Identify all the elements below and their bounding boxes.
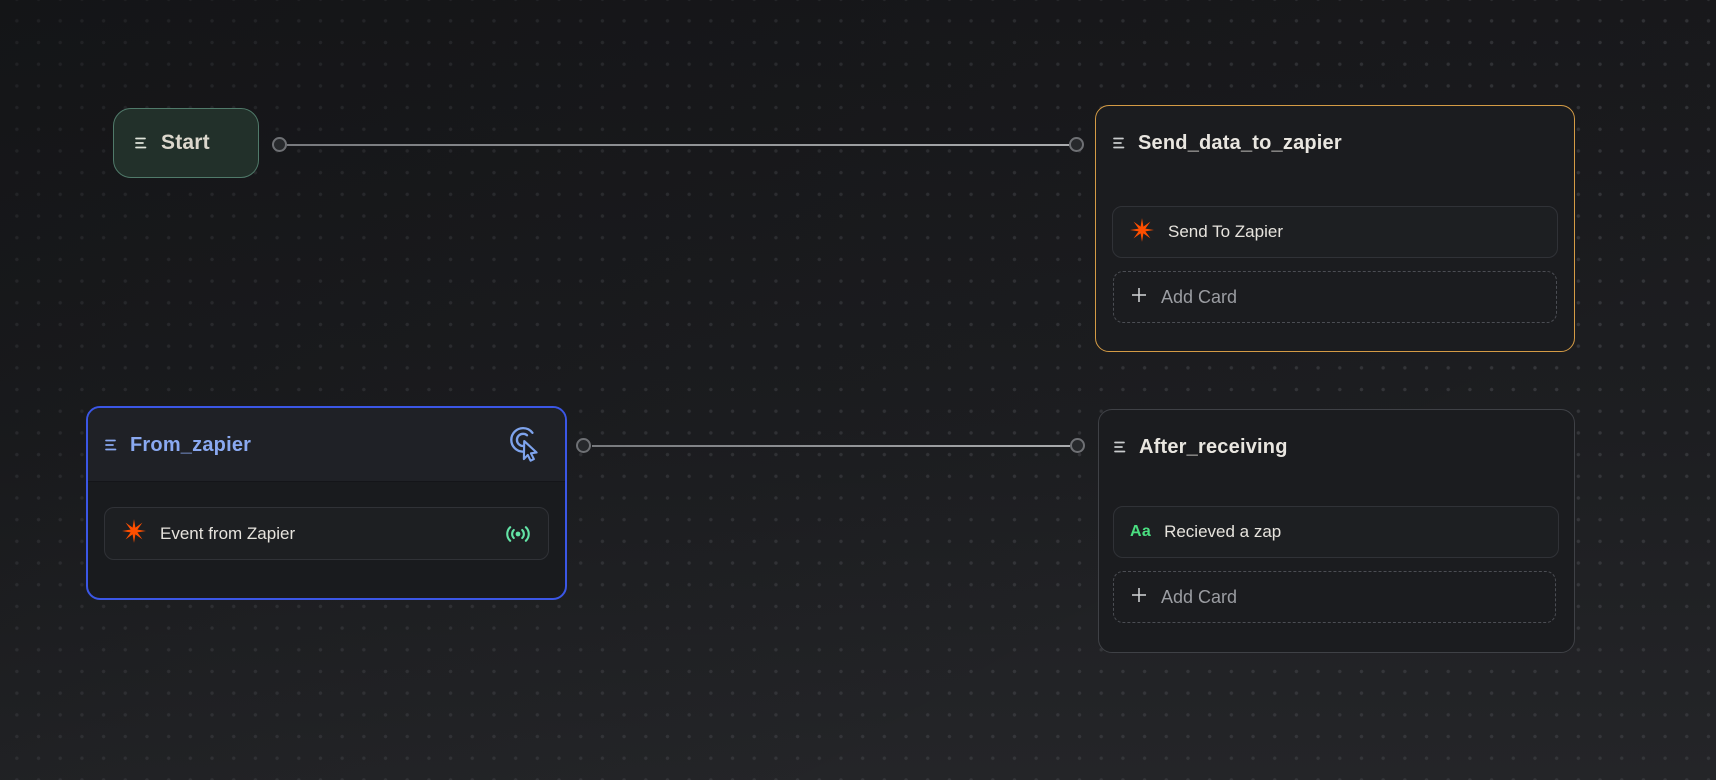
card-received-a-zap[interactable]: Aa Recieved a zap — [1113, 506, 1559, 558]
card-label: Send To Zapier — [1168, 222, 1283, 241]
input-port-send-data[interactable] — [1069, 137, 1084, 152]
drag-handle-icon[interactable] — [1113, 439, 1127, 455]
drag-handle-icon[interactable] — [104, 437, 118, 453]
add-card-button[interactable]: Add Card — [1113, 571, 1556, 623]
node-start[interactable]: Start — [113, 108, 259, 178]
node-after-receiving[interactable]: After_receiving Aa Recieved a zap Add Ca… — [1098, 409, 1575, 653]
drag-handle-icon[interactable] — [134, 135, 148, 151]
node-title-from-zapier: From_zapier — [130, 433, 252, 456]
card-label: Recieved a zap — [1164, 522, 1282, 541]
plus-icon — [1130, 286, 1148, 309]
drag-handle-icon[interactable] — [1112, 135, 1126, 151]
node-title-start: Start — [161, 131, 210, 154]
card-send-to-zapier[interactable]: Send To Zapier — [1112, 206, 1558, 258]
output-port-from-zapier[interactable] — [576, 438, 591, 453]
cursor-click-icon — [507, 424, 545, 469]
output-port-start[interactable] — [272, 137, 287, 152]
input-port-after-receiving[interactable] — [1070, 438, 1085, 453]
zapier-asterisk-icon — [1129, 217, 1155, 248]
add-card-label: Add Card — [1161, 586, 1238, 607]
node-from-zapier[interactable]: From_zapier Event from Zapier — [86, 406, 567, 600]
node-header — [88, 408, 565, 482]
card-label: Event from Zapier — [160, 523, 296, 543]
node-title-after-receiving: After_receiving — [1139, 435, 1288, 458]
text-card-icon: Aa — [1130, 523, 1152, 540]
zapier-asterisk-icon — [121, 518, 147, 549]
broadcast-icon — [504, 524, 532, 544]
connection-line-start-to-send-data — [287, 144, 1069, 146]
connection-line-from-zapier-to-after-receiving — [592, 445, 1070, 447]
add-card-label: Add Card — [1161, 286, 1238, 307]
card-event-from-zapier[interactable]: Event from Zapier — [104, 507, 549, 560]
add-card-button[interactable]: Add Card — [1113, 271, 1557, 323]
node-title-send-data-to-zapier: Send_data_to_zapier — [1138, 131, 1342, 154]
plus-icon — [1130, 586, 1148, 609]
node-send-data-to-zapier[interactable]: Send_data_to_zapier Send To Zapier Add C… — [1095, 105, 1575, 352]
